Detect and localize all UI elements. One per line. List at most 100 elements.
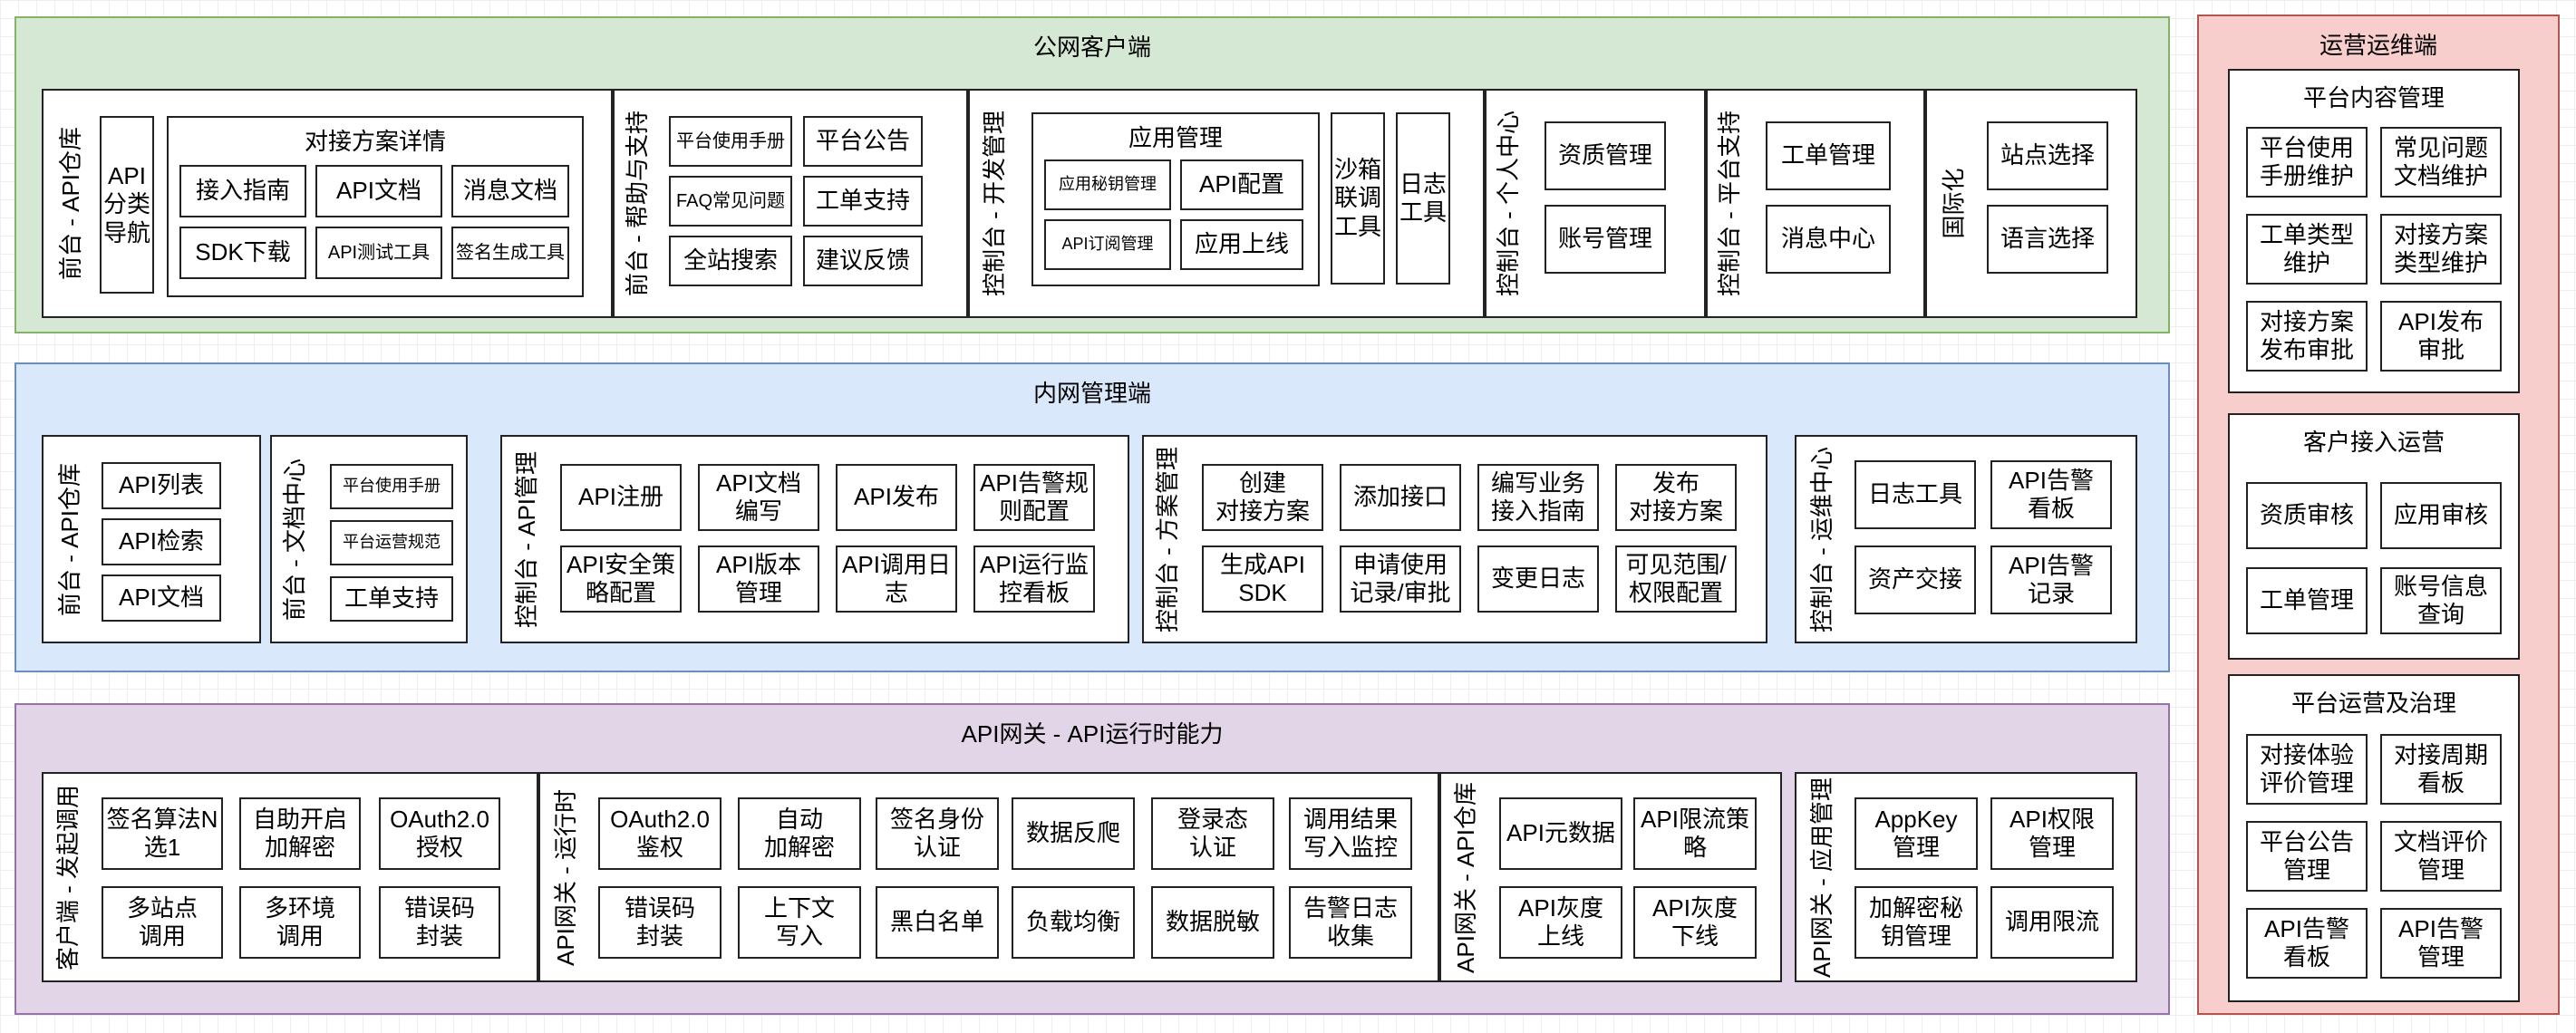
message-docs[interactable]: 消息文档 (451, 165, 569, 217)
multi-env-call[interactable]: 多环境 调用 (239, 886, 361, 959)
runtime-error-code-wrap[interactable]: 错误码 封装 (598, 886, 721, 959)
api-config[interactable]: API配置 (1180, 159, 1303, 210)
api-list[interactable]: API列表 (102, 462, 221, 509)
api-search[interactable]: API检索 (102, 518, 221, 565)
api-gateway-band: API网关 - API运行时能力 客户端 - 发起调用 签名算法N 选1 自助开… (15, 703, 2170, 1015)
qualification-management[interactable]: 资质管理 (1545, 121, 1666, 190)
doc-platform-manual[interactable]: 平台使用手册 (330, 464, 453, 509)
api-publish[interactable]: API发布 (836, 464, 957, 531)
account-info-query[interactable]: 账号信息 查询 (2380, 567, 2502, 634)
ticket-management[interactable]: 工单管理 (1766, 121, 1891, 190)
manual-maintenance[interactable]: 平台使用 手册维护 (2246, 127, 2368, 198)
publish-solution[interactable]: 发布 对接方案 (1615, 464, 1737, 531)
app-key-management[interactable]: 应用秘钥管理 (1044, 159, 1171, 210)
anti-crawl[interactable]: 数据反爬 (1012, 797, 1135, 870)
api-test-tool[interactable]: API测试工具 (315, 227, 442, 279)
api-subscription[interactable]: API订阅管理 (1044, 219, 1171, 270)
integration-cycle-dashboard[interactable]: 对接周期 看板 (2380, 734, 2502, 805)
sandbox-tool[interactable]: 沙箱 联调 工具 (1331, 112, 1385, 285)
ops-ticket-management[interactable]: 工单管理 (2246, 567, 2368, 634)
data-masking[interactable]: 数据脱敏 (1151, 886, 1274, 959)
ops-log-tool[interactable]: 日志工具 (1855, 460, 1976, 529)
change-log[interactable]: 变更日志 (1477, 545, 1599, 613)
api-runtime-monitor[interactable]: API运行监 控看板 (973, 545, 1095, 613)
api-alert-management[interactable]: API告警 管理 (2380, 908, 2502, 979)
signature-algorithm[interactable]: 签名算法N 选1 (102, 797, 223, 870)
app-launch[interactable]: 应用上线 (1180, 219, 1303, 270)
api-call-log[interactable]: API调用日 志 (836, 545, 957, 613)
log-tool[interactable]: 日志 工具 (1396, 112, 1450, 285)
api-alert-record[interactable]: API告警 记录 (1990, 545, 2112, 614)
oauth-authorization[interactable]: OAuth2.0 授权 (379, 797, 500, 870)
usage-application-approval[interactable]: 申请使用 记录/审批 (1340, 545, 1461, 613)
group-label: 控制台 - 运维中心 (1808, 446, 1836, 632)
add-interface[interactable]: 添加接口 (1340, 464, 1461, 531)
account-management[interactable]: 账号管理 (1545, 205, 1666, 274)
ops-api-alert-dashboard[interactable]: API告警 看板 (2246, 908, 2368, 979)
help-manual[interactable]: 平台使用手册 (669, 116, 792, 167)
client-error-code-wrap[interactable]: 错误码 封装 (379, 886, 500, 959)
oauth-authentication[interactable]: OAuth2.0 鉴权 (598, 797, 721, 870)
create-solution[interactable]: 创建 对接方案 (1202, 464, 1323, 531)
site-selector[interactable]: 站点选择 (1987, 121, 2108, 190)
help-faq[interactable]: FAQ常见问题 (669, 176, 792, 227)
multi-site-call[interactable]: 多站点 调用 (102, 886, 223, 959)
api-gray-launch[interactable]: API灰度 上线 (1499, 886, 1622, 959)
api-category-nav[interactable]: API 分类 导航 (100, 116, 154, 294)
doc-evaluation-management[interactable]: 文档评价 管理 (2380, 821, 2502, 892)
api-register[interactable]: API注册 (560, 464, 682, 531)
intranet-front-api-repo-group: 前台 - API仓库 API列表 API检索 API文档 (42, 435, 261, 643)
api-metadata[interactable]: API元数据 (1499, 797, 1622, 870)
call-result-monitor[interactable]: 调用结果 写入监控 (1289, 797, 1412, 870)
api-security-policy[interactable]: API安全策 略配置 (560, 545, 682, 613)
band-title: 公网客户端 (1032, 34, 1151, 61)
qualification-review[interactable]: 资质审核 (2246, 482, 2368, 549)
access-guide[interactable]: 接入指南 (179, 165, 306, 217)
group-label: 控制台 - 方案管理 (1154, 446, 1182, 632)
help-ticket[interactable]: 工单支持 (803, 176, 923, 227)
help-announcement[interactable]: 平台公告 (803, 116, 923, 167)
solution-type-maintenance[interactable]: 对接方案 类型维护 (2380, 214, 2502, 285)
call-rate-limit[interactable]: 调用限流 (1990, 886, 2114, 959)
signature-tool[interactable]: 签名生成工具 (451, 227, 569, 279)
language-selector[interactable]: 语言选择 (1987, 205, 2108, 274)
api-publish-approval[interactable]: API发布 审批 (2380, 301, 2502, 372)
signature-identity-auth[interactable]: 签名身份 认证 (876, 797, 999, 870)
api-version-management[interactable]: API版本 管理 (698, 545, 819, 613)
appkey-management[interactable]: AppKey 管理 (1855, 797, 1978, 870)
api-rate-limit-policy[interactable]: API限流策 略 (1633, 797, 1757, 870)
help-search[interactable]: 全站搜索 (669, 236, 792, 286)
intranet-console-api-group: 控制台 - API管理 API注册 API文档 编写 API发布 API告警规 … (500, 435, 1129, 643)
api-docs[interactable]: API文档 (315, 165, 442, 217)
self-service-encryption[interactable]: 自助开启 加解密 (239, 797, 361, 870)
alert-log-collection[interactable]: 告警日志 收集 (1289, 886, 1412, 959)
auto-encryption[interactable]: 自动 加解密 (738, 797, 861, 870)
asset-handover[interactable]: 资产交接 (1855, 545, 1976, 614)
sdk-download[interactable]: SDK下载 (179, 227, 306, 279)
black-white-list[interactable]: 黑白名单 (876, 886, 999, 959)
api-alert-rule-config[interactable]: API告警规 则配置 (973, 464, 1095, 531)
write-access-guide[interactable]: 编写业务 接入指南 (1477, 464, 1599, 531)
ticket-type-maintenance[interactable]: 工单类型 维护 (2246, 214, 2368, 285)
experience-evaluation[interactable]: 对接体验 评价管理 (2246, 734, 2368, 805)
message-center[interactable]: 消息中心 (1766, 205, 1891, 274)
login-state-auth[interactable]: 登录态 认证 (1151, 797, 1274, 870)
help-feedback[interactable]: 建议反馈 (803, 236, 923, 286)
group-label: 控制台 - 平台支持 (1716, 110, 1744, 297)
doc-ops-spec[interactable]: 平台运营规范 (330, 520, 453, 565)
api-alert-dashboard[interactable]: API告警 看板 (1990, 460, 2112, 529)
app-review[interactable]: 应用审核 (2380, 482, 2502, 549)
api-permission-management[interactable]: API权限 管理 (1990, 797, 2114, 870)
api-docs[interactable]: API文档 (102, 574, 221, 622)
encryption-key-management[interactable]: 加解密秘 钥管理 (1855, 886, 1978, 959)
visibility-permission-config[interactable]: 可见范围/ 权限配置 (1615, 545, 1737, 613)
load-balancing[interactable]: 负载均衡 (1012, 886, 1135, 959)
api-gray-offline[interactable]: API灰度 下线 (1633, 886, 1757, 959)
doc-ticket-support[interactable]: 工单支持 (330, 576, 453, 622)
faq-doc-maintenance[interactable]: 常见问题 文档维护 (2380, 127, 2502, 198)
announcement-management[interactable]: 平台公告 管理 (2246, 821, 2368, 892)
generate-sdk[interactable]: 生成API SDK (1202, 545, 1323, 613)
solution-publish-approval[interactable]: 对接方案 发布审批 (2246, 301, 2368, 372)
context-write[interactable]: 上下文 写入 (738, 886, 861, 959)
api-doc-writing[interactable]: API文档 编写 (698, 464, 819, 531)
